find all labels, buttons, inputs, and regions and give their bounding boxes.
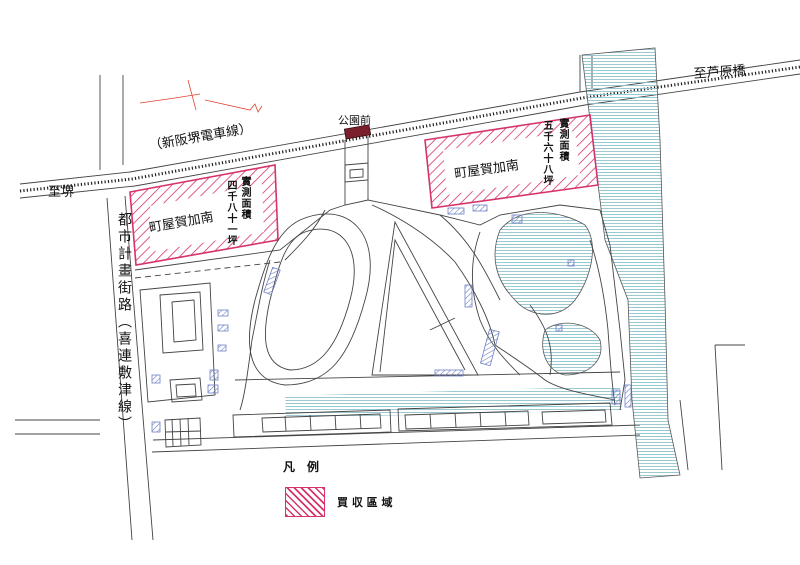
legend-label: 買 収 區 域 <box>337 496 393 509</box>
road-network <box>15 55 800 541</box>
city-road-label: 都市計畫街路（喜連敷津線） <box>116 212 132 433</box>
area-left-value: 四千八十一坪 <box>225 180 236 246</box>
railway-track <box>19 65 800 193</box>
to-ashiharabashi-label: 至芦原橋 <box>693 63 746 82</box>
to-sakai-label: 至堺 <box>48 185 74 200</box>
station-marker <box>343 124 372 140</box>
water-bodies <box>285 47 681 479</box>
purchase-areas <box>129 114 599 266</box>
buildings <box>151 204 632 433</box>
area-left-heading: 實測面積 <box>239 176 250 220</box>
station-label: 公園前 <box>338 113 371 127</box>
area-right-value: 五千六十八坪 <box>541 120 552 186</box>
legend-swatch <box>285 487 325 517</box>
railway-label: （新阪堺電車線） <box>148 120 253 154</box>
red-annotation-mark <box>139 79 263 113</box>
area-right-heading: 實測面積 <box>557 118 568 162</box>
legend-title: 凡 例 <box>283 460 320 474</box>
